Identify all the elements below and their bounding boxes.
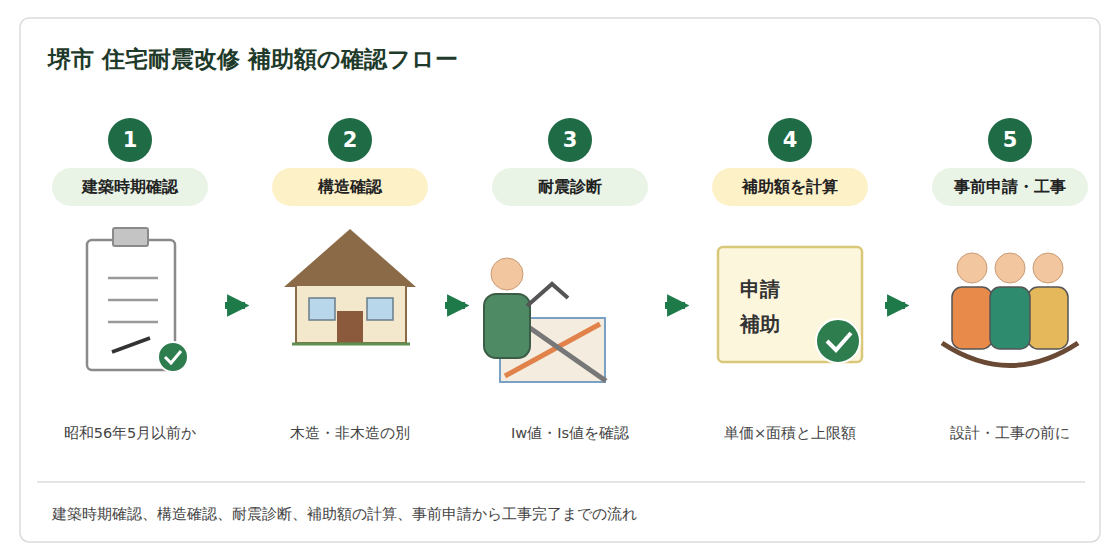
step-illustration: Iw値・Is値を確認 (475, 228, 665, 383)
step-number: 5 (988, 118, 1032, 162)
step-number-text: 1 (123, 128, 138, 152)
divider-line (37, 481, 1085, 483)
step-number-text: 3 (563, 128, 578, 152)
step-number: 4 (768, 118, 812, 162)
flow-arrow (445, 302, 465, 309)
step-label-text: 補助額を計算 (742, 177, 838, 198)
step-illustration: 設計・工事の前に (915, 228, 1105, 383)
clipboard-icon (87, 228, 188, 372)
diagram-caption: 建築時期確認、構造確認、耐震診断、補助額の計算、事前申請から工事完了までの流れ (52, 505, 637, 524)
step-caption: Iw値・Is値を確認 (475, 424, 665, 443)
step-caption: 単価×面積と上限額 (695, 424, 885, 443)
step-label: 構造確認 (272, 168, 428, 206)
people-icon (942, 253, 1078, 366)
step-number-text: 4 (783, 128, 798, 152)
step-number: 2 (328, 118, 372, 162)
step-label-text: 構造確認 (318, 177, 382, 198)
step-caption: 木造・非木造の別 (255, 424, 445, 443)
step-caption: 昭和56年5月以前か (35, 424, 225, 443)
flow-arrow (225, 302, 245, 309)
flow-arrow (665, 302, 685, 309)
step-number: 1 (108, 118, 152, 162)
step-label-text: 建築時期確認 (82, 177, 178, 198)
card-frame (20, 18, 1100, 542)
box-text: 申請 補助 (740, 272, 786, 342)
step-illustration: 申請 補助単価×面積と上限額 (695, 228, 885, 383)
flow-arrow (885, 302, 905, 309)
house-icon (284, 229, 416, 344)
step-caption: 設計・工事の前に (915, 424, 1105, 443)
step-label: 事前申請・工事 (932, 168, 1088, 206)
step-number: 3 (548, 118, 592, 162)
step-label: 建築時期確認 (52, 168, 208, 206)
step-label: 補助額を計算 (712, 168, 868, 206)
step-number-text: 5 (1003, 128, 1018, 152)
step-illustration: 木造・非木造の別 (255, 228, 445, 383)
diagram-title: 堺市 住宅耐震改修 補助額の確認フロー (48, 44, 458, 75)
step-label-text: 耐震診断 (538, 177, 602, 198)
diagnosis-icon (484, 258, 606, 382)
step-label: 耐震診断 (492, 168, 648, 206)
step-illustration: 昭和56年5月以前か (35, 228, 225, 383)
application-box (718, 247, 862, 363)
step-label-text: 事前申請・工事 (954, 177, 1066, 198)
step-number-text: 2 (343, 128, 358, 152)
